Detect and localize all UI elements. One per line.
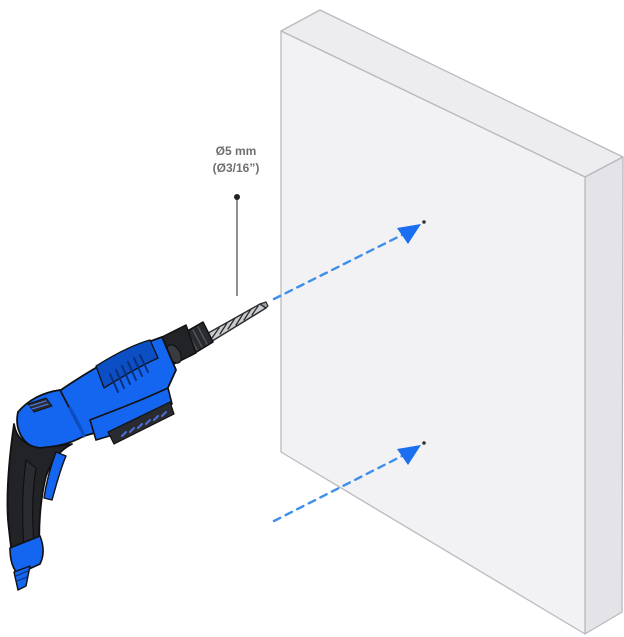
drill-handle [6,423,73,591]
drill-vents [109,354,149,393]
dashed-arrow-upper [272,224,421,301]
wall-front-face [280,30,586,635]
hammer-drill-icon [6,301,269,591]
drill-rear-housing [16,389,86,449]
drill-bit-size-callout: Ø5 mm (Ø3/16”) [213,144,260,296]
wall-side-face [584,156,624,635]
callout-line-1: Ø5 mm [216,144,257,158]
drill-trigger [43,451,67,501]
hole-mark-lower [422,441,426,445]
drill-chuck [159,321,214,367]
drill-bit [202,301,269,344]
callout-leader-dot [234,194,240,200]
callout-line-2: (Ø3/16”) [213,161,260,175]
drill-side-slots [121,411,167,437]
hole-mark-upper [422,220,426,224]
wall-panel [280,9,624,635]
dashed-arrow-lower [272,445,421,523]
drill-body [57,336,177,445]
arrowhead-upper-icon [397,224,421,244]
arrowhead-lower-icon [397,445,421,465]
